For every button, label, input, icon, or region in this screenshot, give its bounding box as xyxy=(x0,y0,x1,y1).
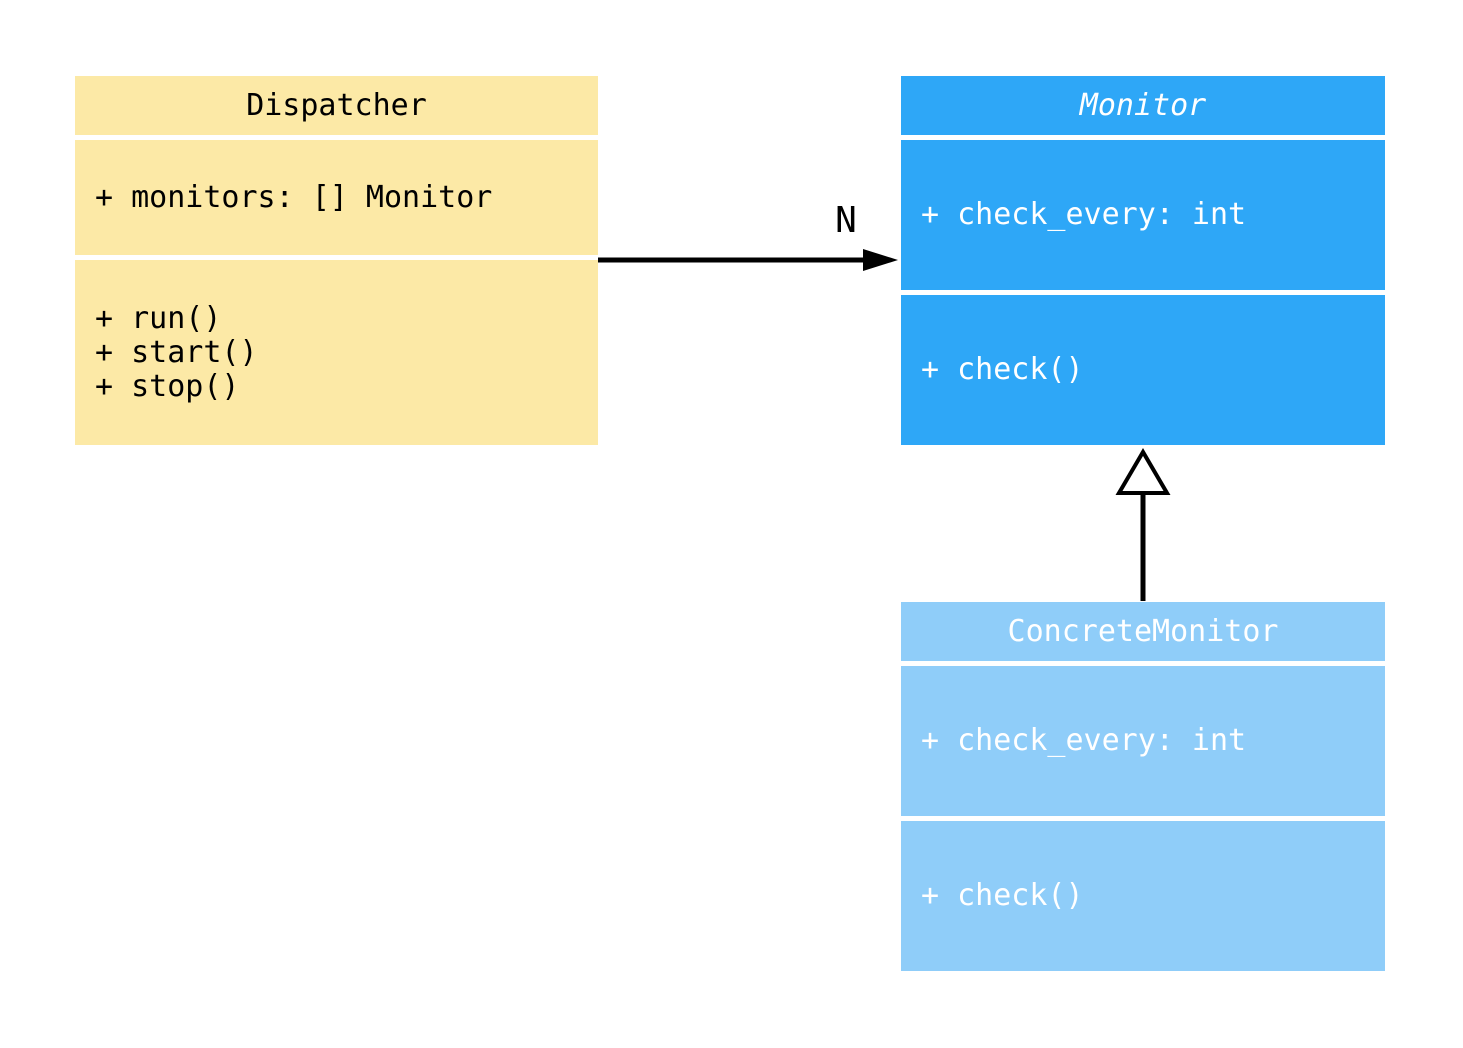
class-method: + check() xyxy=(921,352,1084,387)
class-title-concretemonitor: ConcreteMonitor xyxy=(901,602,1385,661)
class-methods-monitor: + check() xyxy=(901,295,1385,445)
class-attributes-dispatcher: + monitors: [] Monitor xyxy=(75,140,598,255)
class-attributes-concretemonitor: + check_every: int xyxy=(901,666,1385,816)
class-title-monitor: Monitor xyxy=(901,76,1385,135)
multiplicity-label: N xyxy=(835,200,857,241)
class-method: + run() xyxy=(95,300,222,336)
class-title-dispatcher: Dispatcher xyxy=(75,76,598,135)
class-method: + start() xyxy=(95,334,258,370)
class-method: + stop() xyxy=(95,368,240,404)
class-methods-concretemonitor: + check() xyxy=(901,821,1385,971)
class-box-concretemonitor: ConcreteMonitor + check_every: int + che… xyxy=(901,602,1385,971)
class-box-dispatcher: Dispatcher + monitors: [] Monitor + run(… xyxy=(75,76,598,445)
class-methods-dispatcher: + run() + start() + stop() xyxy=(75,260,598,445)
class-box-monitor: Monitor + check_every: int + check() xyxy=(901,76,1385,445)
class-attribute: + monitors: [] Monitor xyxy=(95,179,493,215)
inheritance-triangle-icon xyxy=(1115,448,1171,495)
class-attributes-monitor: + check_every: int xyxy=(901,140,1385,290)
class-attribute: + check_every: int xyxy=(921,197,1247,232)
inheritance-arrow-concretemonitor-to-monitor xyxy=(1115,448,1171,601)
class-attribute: + check_every: int xyxy=(921,723,1247,758)
association-arrow-dispatcher-to-monitor xyxy=(598,249,898,271)
class-method: + check() xyxy=(921,878,1084,913)
association-arrowhead-icon xyxy=(863,249,898,271)
